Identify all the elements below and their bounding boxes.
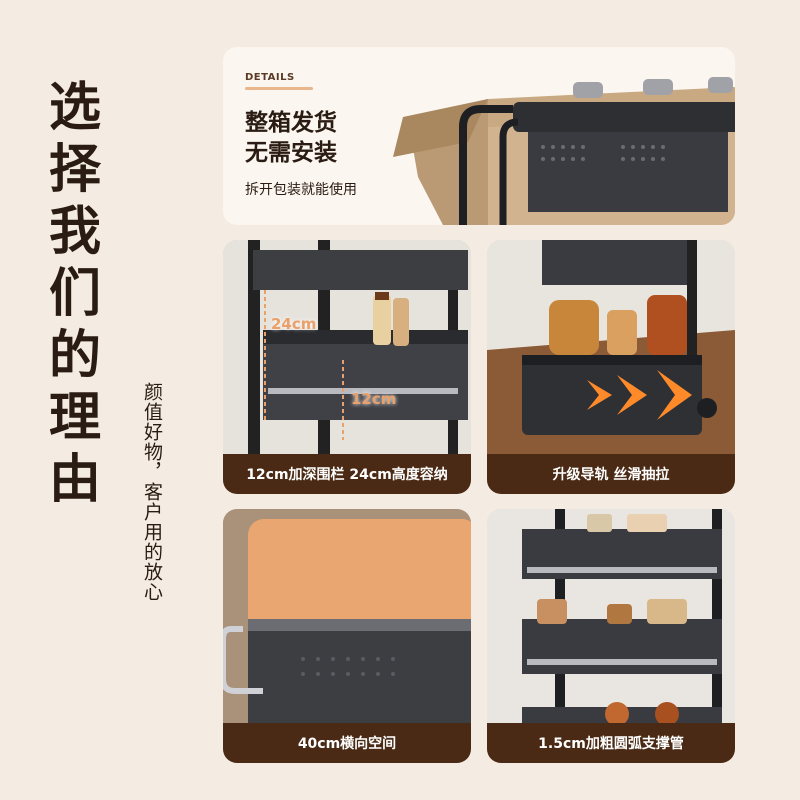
feature-caption: 40cm横向空间 [223, 723, 471, 763]
headline-line-2: 无需安装 [245, 139, 337, 166]
deep-rail-illustration [223, 240, 471, 454]
details-headline: 整箱发货 无需安装 [245, 109, 337, 169]
details-subline: 拆开包装就能使用 [245, 182, 357, 198]
title-char: 们 [48, 264, 101, 324]
dimension-label-12cm: 12cm [351, 390, 397, 408]
feature-caption: 1.5cm加粗圆弧支撑管 [487, 723, 735, 763]
title-char: 理 [48, 388, 101, 448]
dimension-label-24cm: 24cm [271, 315, 317, 333]
basket-width-illustration [223, 509, 471, 723]
main-vertical-title: 选 择 我 们 的 理 由 [40, 82, 110, 516]
vertical-subtitle: 颜值好物，客户用的放心 [141, 382, 163, 602]
feature-card-rail: 升级导轨 丝滑抽拉 [487, 240, 735, 494]
details-label: DETAILS [245, 72, 295, 83]
details-underline [245, 87, 313, 90]
feature-card-deep-rail: 24cm 12cm 12cm加深围栏 24cm高度容纳 [223, 240, 471, 494]
title-char: 选 [48, 78, 101, 138]
headline-line-1: 整箱发货 [245, 110, 337, 136]
feature-caption: 升级导轨 丝滑抽拉 [487, 454, 735, 494]
support-tube-illustration [487, 509, 735, 723]
details-card: DETAILS 整箱发货 无需安装 拆开包装就能使用 [223, 47, 735, 225]
shipping-box-illustration [393, 77, 735, 225]
feature-card-width: 40cm横向空间 [223, 509, 471, 763]
title-char: 我 [48, 202, 101, 262]
feature-card-support-tube: 1.5cm加粗圆弧支撑管 [487, 509, 735, 763]
title-char: 择 [48, 140, 101, 200]
drawer-rail-illustration [487, 240, 735, 454]
feature-caption: 12cm加深围栏 24cm高度容纳 [223, 454, 471, 494]
title-char: 的 [48, 326, 101, 386]
title-char: 由 [48, 450, 101, 510]
